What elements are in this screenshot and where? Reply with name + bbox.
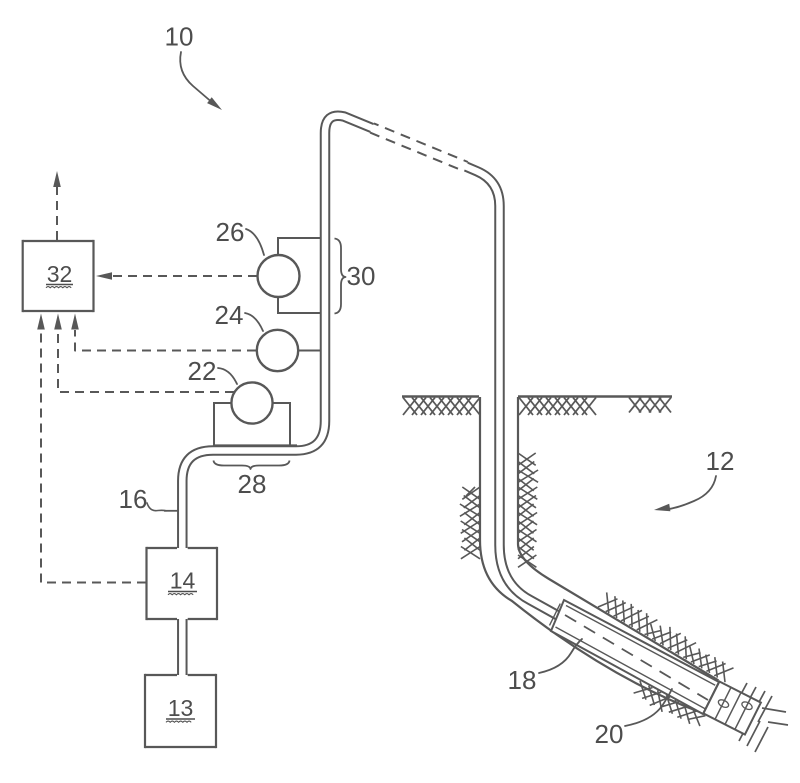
svg-text:10: 10 xyxy=(165,22,194,52)
svg-text:14: 14 xyxy=(170,568,196,594)
svg-text:16: 16 xyxy=(119,484,148,514)
svg-text:30: 30 xyxy=(347,261,376,291)
svg-text:20: 20 xyxy=(595,719,624,749)
svg-text:24: 24 xyxy=(215,300,244,330)
svg-text:32: 32 xyxy=(47,261,73,287)
svg-text:18: 18 xyxy=(508,665,537,695)
svg-text:28: 28 xyxy=(238,469,267,499)
svg-text:12: 12 xyxy=(706,446,735,476)
svg-text:22: 22 xyxy=(188,356,217,386)
svg-text:13: 13 xyxy=(168,695,194,721)
svg-text:26: 26 xyxy=(216,217,245,247)
